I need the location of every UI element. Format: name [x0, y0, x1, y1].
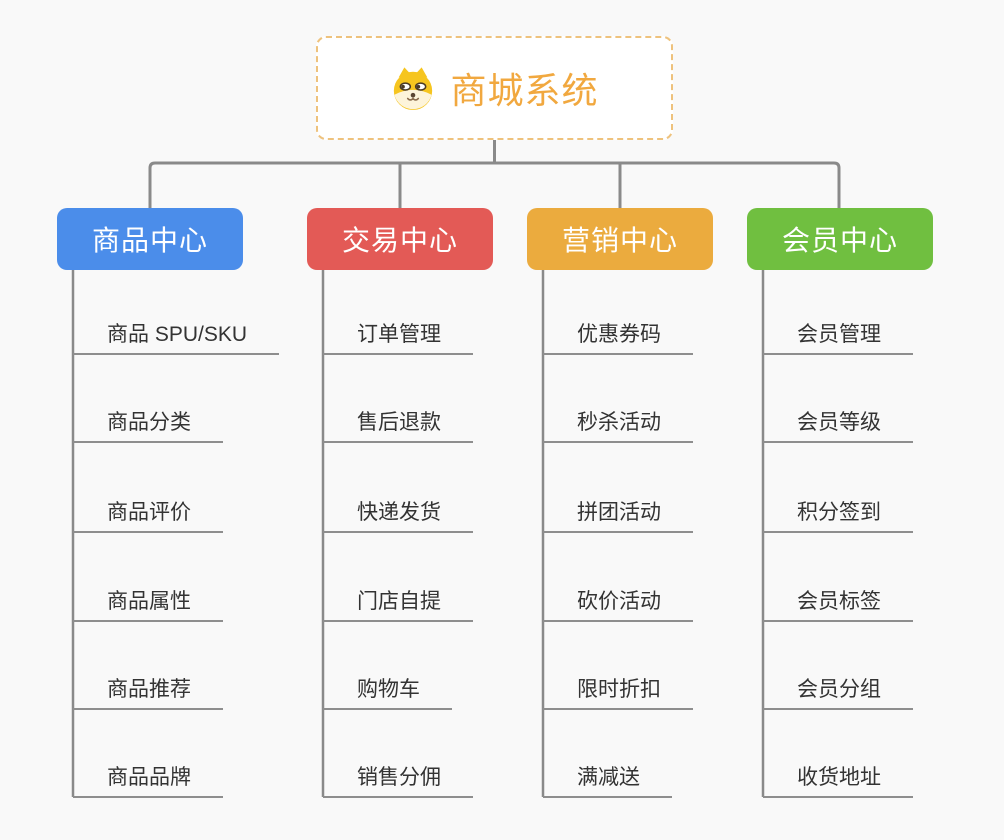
shiba-dog-icon — [394, 67, 433, 111]
branch-rail — [148, 161, 841, 208]
leaf-item[interactable]: 订单管理 — [323, 321, 473, 355]
leaf-item[interactable]: 砍价活动 — [543, 588, 693, 622]
leaf-item[interactable]: 限时折扣 — [543, 676, 693, 710]
leaf-item[interactable]: 商品品牌 — [73, 764, 223, 798]
root-node-mall-system[interactable]: 商城系统 — [316, 36, 673, 140]
leaf-item[interactable]: 商品推荐 — [73, 676, 223, 710]
category-label: 会员中心 — [781, 225, 898, 256]
leaf-item[interactable]: 积分签到 — [763, 499, 913, 533]
leaf-item[interactable]: 会员等级 — [763, 409, 913, 443]
leaf-item[interactable]: 购物车 — [323, 676, 452, 710]
leaf-item[interactable]: 拼团活动 — [543, 499, 693, 533]
leaf-item[interactable]: 商品属性 — [73, 588, 223, 622]
leaf-item[interactable]: 满减送 — [543, 764, 672, 798]
leaf-item[interactable]: 秒杀活动 — [543, 409, 693, 443]
leaf-item[interactable]: 快递发货 — [323, 499, 473, 533]
leaf-item[interactable]: 收货地址 — [763, 764, 913, 798]
leaf-item[interactable]: 商品 SPU/SKU — [73, 321, 280, 355]
category-label: 营销中心 — [561, 225, 678, 256]
category-label: 交易中心 — [341, 225, 458, 256]
leaf-item[interactable]: 商品分类 — [73, 409, 223, 443]
leaf-item[interactable]: 门店自提 — [323, 588, 473, 622]
leaf-item[interactable]: 会员管理 — [763, 321, 913, 355]
leaf-item[interactable]: 销售分佣 — [323, 764, 473, 798]
category-node-marketing-center[interactable]: 营销中心 — [527, 208, 713, 270]
category-node-member-center[interactable]: 会员中心 — [747, 208, 933, 270]
category-node-trade-center[interactable]: 交易中心 — [307, 208, 493, 270]
leaf-item[interactable]: 商品评价 — [73, 499, 223, 533]
category-label: 商品中心 — [91, 225, 208, 256]
root-title: 商城系统 — [450, 70, 599, 111]
leaf-item[interactable]: 会员标签 — [763, 588, 913, 622]
category-node-product-center[interactable]: 商品中心 — [57, 208, 243, 270]
leaf-item[interactable]: 售后退款 — [323, 409, 473, 443]
leaf-item[interactable]: 会员分组 — [763, 676, 913, 710]
leaf-item[interactable]: 优惠券码 — [543, 321, 693, 355]
